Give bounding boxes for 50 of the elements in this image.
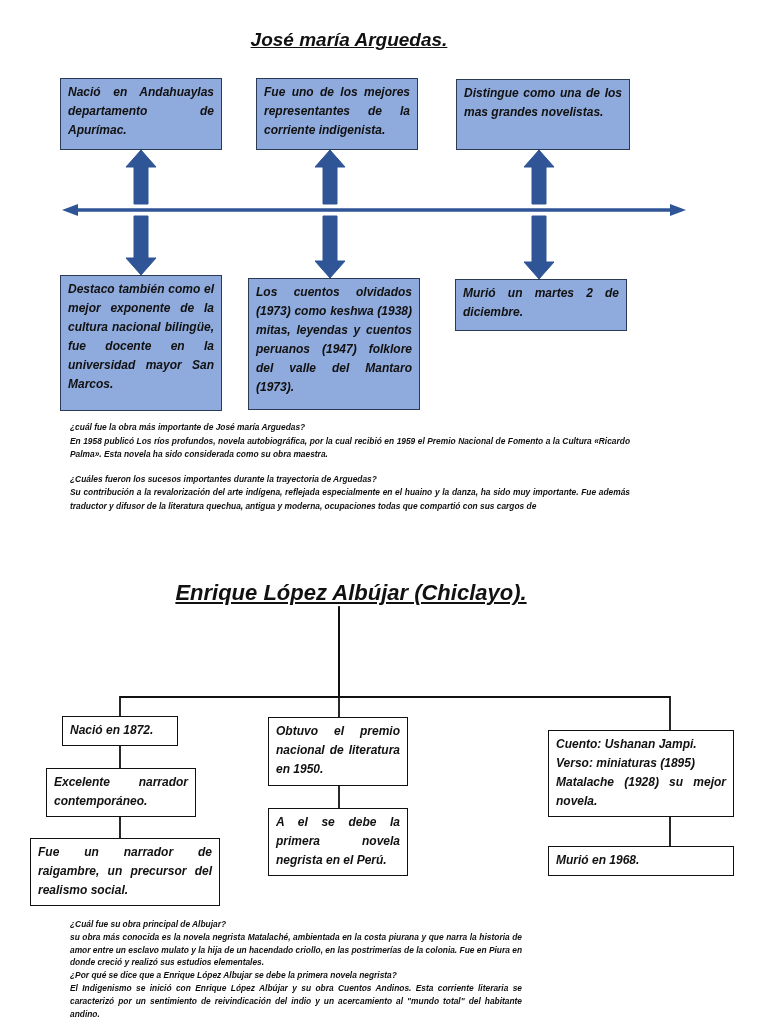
answer-text: El Indigenismo se inició con Enrique López Albújar y su obra Cuentos Andinos. Esta corriente literaria se caracterizó por un sentimiento de reivindicación del indio y un acercamiento al "mundo total" del habitante andino. [70, 982, 522, 1021]
fact-text: Verso: miniaturas (1895) [556, 755, 696, 772]
fact-box [46, 768, 196, 817]
fact-box [268, 717, 408, 786]
section-heading: Enrique López Albújar (Chiclayo). [175, 580, 527, 607]
connector-line [669, 816, 671, 847]
fact-text: Obtuvo el premio nacional de literatura en 1950. [276, 723, 400, 778]
connector-line [338, 785, 340, 809]
answer-text: su obra más conocida es la novela negrista Matalaché, ambientada en la costa piurana y que narra la historia de amor entre un esclavo mulato y la hija de un hacendado criollo, en las postrimerías de la colonia. Fue en Piura en donde creció y realizó sus estudios elementales. [70, 930, 522, 970]
fact-text: Murió en 1968. [556, 852, 641, 869]
event-text: Destaco también como el mejor exponente de la cultura nacional bilingüe, fue docente en la universidad mayor San Marcos. [68, 281, 214, 393]
fact-text: Matalache (1928) su mejor novela. [556, 774, 726, 810]
fact-text: Cuento: Ushanan Jampi. [556, 736, 698, 753]
fact-text: Excelente narrador contemporáneo. [54, 774, 188, 810]
answer-text: Su contribución a la revalorización del arte indígena, reflejada especialmente en el huaino y la danza, ha sido muy importante. Fue además traductor y difusor de la literatura quechua, antigua y moderna, ocupaciones todas que compartió con sus cargos de [70, 486, 630, 513]
block-arrow [314, 215, 346, 279]
connector-line [338, 605, 671, 731]
event-box [60, 275, 222, 411]
event-text: Los cuentos olvidados (1973) como keshwa (1938) mitas, leyendas y cuentos peruanos (1947) folklore del valle del Mantaro (1973). [256, 284, 412, 396]
answer-text: En 1958 publicó Los ríos profundos, novela autobiográfica, por la cual recibió en 1959 el Premio Nacional de Fomento a la Cultura «Ricardo Palma». Esta novela ha sido considerada como su obra maestra. [70, 434, 630, 462]
event-box [456, 79, 630, 150]
question-text: ¿Cuáles fueron los sucesos importantes durante la trayectoria de Arguedas? [70, 472, 378, 486]
fact-text: A el se debe la primera novela negrista en el Perú. [276, 814, 400, 869]
question-text: ¿Por qué se dice que a Enrique López Albujar se debe la primera novela negrista? [70, 969, 398, 982]
event-text: Nació en Andahuaylas departamento de Apurímac. [68, 84, 214, 139]
connector-line [119, 816, 121, 839]
fact-box [268, 808, 408, 876]
event-box [60, 78, 222, 150]
event-text: Fue uno de los mejores representantes de la corriente indigenista. [264, 84, 410, 139]
block-arrow [523, 215, 555, 280]
fact-text: Fue un narrador de raigambre, un precursor del realismo social. [38, 844, 212, 899]
event-text: Distingue como una de los mas grandes novelistas. [464, 85, 622, 121]
timeline-arrow [62, 204, 686, 216]
fact-box [548, 730, 734, 817]
fact-box [30, 838, 220, 906]
block-arrow [523, 149, 555, 205]
event-box [455, 279, 627, 331]
connector-line [119, 745, 121, 769]
block-arrow [314, 149, 346, 205]
block-arrow [125, 215, 157, 276]
page-title: José maría Arguedas. [250, 29, 448, 52]
block-arrow [125, 149, 157, 205]
event-box [256, 78, 418, 150]
fact-text: Nació en 1872. [70, 722, 155, 739]
event-box [248, 278, 420, 410]
event-text: Murió un martes 2 de diciembre. [463, 285, 619, 321]
question-text: ¿cuál fue la obra más importante de José maría Arguedas? [70, 421, 307, 434]
fact-box [62, 716, 178, 746]
question-text: ¿Cuál fue su obra principal de Albujar? [70, 918, 228, 931]
fact-box [548, 846, 734, 876]
